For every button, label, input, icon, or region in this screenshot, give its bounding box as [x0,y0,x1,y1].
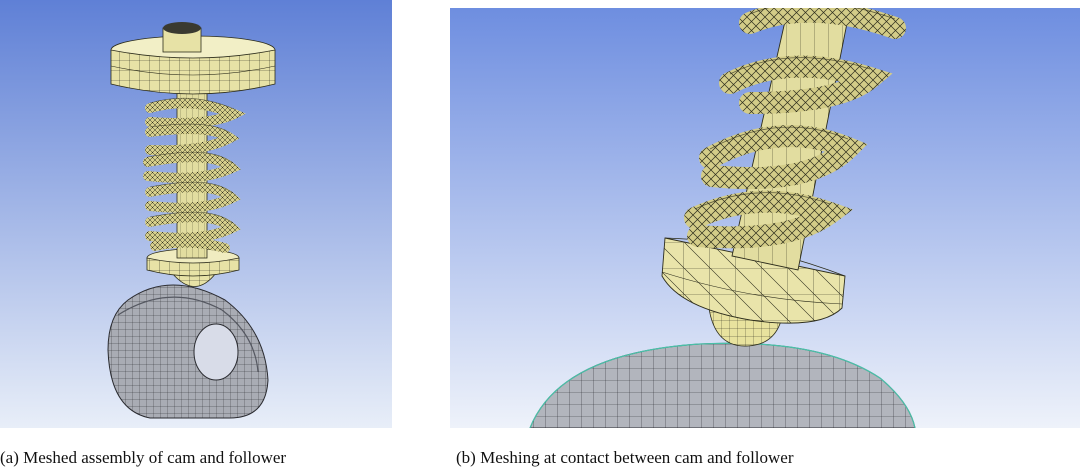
caption-b: (b) Meshing at contact between cam and f… [456,448,794,467]
spring [684,8,906,249]
cam-hole [193,323,239,381]
caption-a: (a) Meshed assembly of cam and follower [0,448,287,467]
panel-b-contact-meshing [450,8,1080,428]
panel-a-meshed-assembly [0,0,392,428]
stem-top [162,22,202,53]
cam-body [107,284,269,419]
lower-collar [661,237,846,324]
lower-collar [146,248,240,277]
panel-a-render [0,0,392,428]
spring [143,98,246,253]
panel-b-render [450,8,1080,428]
